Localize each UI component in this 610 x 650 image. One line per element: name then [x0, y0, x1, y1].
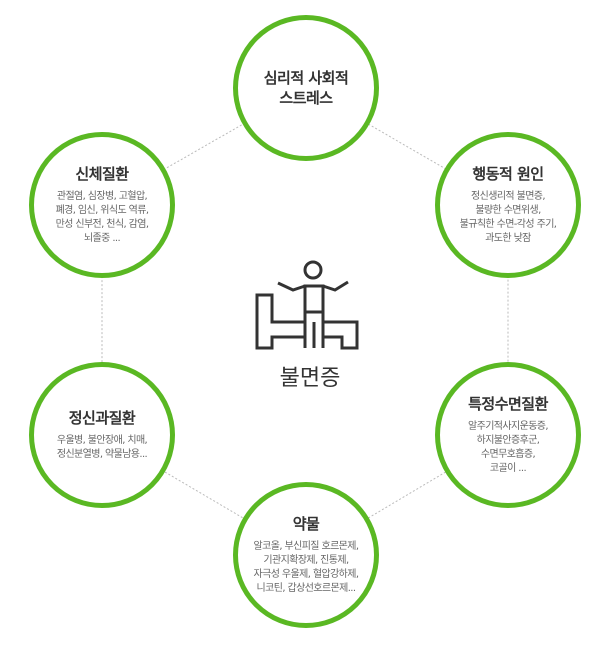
node-description: 우울병, 불안장애, 치매, 정신분열병, 약물남용...: [56, 434, 148, 462]
center-label: 불면증: [279, 366, 341, 391]
node-description-line: 정신생리적 불면증,: [471, 191, 546, 202]
node-description-line: 불량한 수면위생,: [475, 205, 541, 216]
node-title: 특정수면질환: [468, 394, 548, 414]
node-description: 알코올, 부신피질 호르몬제, 기관지확장제, 진통제, 자극성 우울제, 혈압강하…: [253, 540, 360, 596]
node-title: 약물: [293, 514, 320, 534]
node-description-line: 만성 신부전, 천식, 감염,: [55, 219, 149, 230]
node-description-line: 수면무호흡증,: [480, 449, 536, 460]
node-description-line: 하지불안증후군,: [476, 435, 540, 446]
node-description: 알주기적사지운동증, 하지불안증후군, 수면무호흡증, 코골이 ...: [468, 420, 549, 476]
node-description-line: 폐경, 임신, 위식도 역류,: [55, 205, 149, 216]
node-title-line: 약물: [292, 515, 320, 533]
node-description-line: 알주기적사지운동증,: [468, 421, 549, 432]
node-title-line: 스트레스: [279, 89, 333, 107]
node-title-line: 심리적 사회적: [263, 69, 349, 87]
node-description-line: 우울병, 불안장애, 치매,: [56, 435, 148, 446]
node-title-line: 신체질환: [75, 165, 129, 183]
node-description-line: 코골이 ...: [489, 463, 527, 474]
node-description-line: 알코올, 부신피질 호르몬제,: [253, 541, 360, 552]
node-description-line: 정신분열병, 약물남용...: [56, 449, 148, 460]
node-description-line: 불규칙한 수면-각성 주기,: [459, 219, 557, 230]
node-description: 관절염, 심장병, 고혈압, 폐경, 임신, 위식도 역류, 만성 신부전, 천식,…: [56, 190, 149, 246]
node-title-line: 특정수면질환: [468, 395, 548, 413]
person-on-bed-icon: [255, 260, 359, 350]
node-title-line: 정신과질환: [68, 409, 136, 427]
node-title: 행동적 원인: [472, 164, 544, 184]
node-title: 정신과질환: [69, 408, 136, 428]
node-description: 정신생리적 불면증, 불량한 수면위생, 불규칙한 수면-각성 주기, 과도한 낮잠: [460, 190, 557, 246]
node-description-line: 기관지확장제, 진통제,: [263, 555, 349, 566]
node-description-line: 니코틴, 갑상선호르몬제...: [256, 583, 357, 594]
node-description-line: 자극성 우울제, 혈압강하제,: [253, 569, 360, 580]
node-description-line: 과도한 낮잠: [485, 233, 531, 244]
node-description-line: 관절염, 심장병, 고혈압,: [56, 191, 148, 202]
node-title: 신체질환: [75, 164, 129, 184]
node-title-line: 행동적 원인: [472, 165, 544, 183]
node-description-line: 뇌졸중 ...: [83, 233, 121, 244]
